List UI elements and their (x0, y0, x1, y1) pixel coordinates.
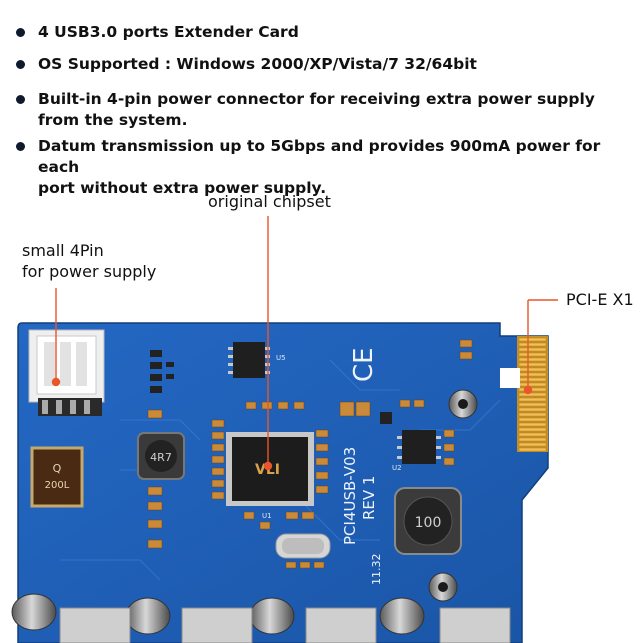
gold-finger-pin (518, 377, 547, 382)
gold-finger-pin (518, 342, 547, 347)
regulator-label: U5 (276, 354, 286, 362)
model-text: PCI4USB-V03 (341, 447, 359, 545)
bullet-icon (16, 142, 25, 151)
bullet-icon (16, 28, 25, 37)
feature-text: from the system. (38, 111, 188, 129)
gold-finger-pin (518, 417, 547, 422)
gold-finger-pins (518, 337, 547, 452)
regulator-chip: U5 (228, 342, 286, 378)
pcie-gold-fingers (517, 336, 548, 452)
gold-finger-pin (518, 432, 547, 437)
chip-label: U1 (262, 512, 272, 520)
inductor-label: 100 (415, 515, 442, 531)
fuse-component: Q 200L (30, 446, 84, 508)
callout-leaders (51, 216, 558, 471)
gold-finger-pin (518, 357, 547, 362)
power-callout-line: small 4Pin (22, 241, 104, 260)
gold-finger-pin (518, 407, 547, 412)
gold-finger-pin (518, 362, 547, 367)
feature-text: Built-in 4-pin power connector for recei… (38, 90, 595, 108)
revision-text: REV 1 (360, 476, 378, 520)
gold-finger-pin (518, 397, 547, 402)
fuse-label: Q (53, 462, 62, 475)
gold-finger-pin (518, 402, 547, 407)
feature-text: OS Supported : Windows 2000/XP/Vista/7 3… (38, 55, 477, 73)
gold-finger-pin (518, 442, 547, 447)
feature-text: Datum transmission up to 5Gbps and provi… (38, 137, 601, 176)
pcie-callout-label: PCI-E X1 (566, 290, 634, 309)
power-callout-dot (51, 377, 61, 387)
gold-finger-pin (518, 447, 547, 452)
gold-finger-pin (518, 382, 547, 387)
power-callout-line: for power supply (22, 262, 157, 281)
small-chip-label: U2 (392, 464, 402, 472)
ce-mark: CE (349, 347, 379, 382)
power-callout-label: small 4Pin for power supply (22, 240, 156, 282)
gold-finger-pin (518, 337, 547, 342)
chipset-callout-label: original chipset (208, 192, 331, 211)
chipset-callout-dot (263, 461, 273, 471)
crystal-oscillator (275, 533, 331, 559)
board-model-text: PCI4USB-V03 REV 1 11.32 (341, 447, 383, 585)
pcie-notch (500, 368, 520, 388)
inductor-label: 4R7 (150, 451, 172, 464)
gold-finger-pin (518, 412, 547, 417)
smd-resistors (150, 350, 392, 424)
board-illustration: Q 200L 4R7 U5 VLI U1 U2 100 (0, 180, 640, 643)
fuse-label: 200L (45, 480, 70, 491)
gold-finger-pin (518, 347, 547, 352)
gold-finger-pin (518, 387, 547, 392)
power-connector (28, 329, 105, 416)
bullet-icon (16, 95, 25, 104)
electrolytic-capacitors (11, 389, 478, 635)
feature-text: 4 USB3.0 ports Extender Card (38, 23, 299, 41)
gold-finger-pin (518, 437, 547, 442)
gold-finger-pin (518, 352, 547, 357)
gold-finger-pin (518, 367, 547, 372)
gold-finger-pin (518, 372, 547, 377)
gold-finger-pin (518, 422, 547, 427)
date-code: 11.32 (370, 554, 383, 586)
gold-finger-pin (518, 427, 547, 432)
pcie-callout-dot (523, 385, 533, 395)
bullet-icon (16, 60, 25, 69)
smd-capacitors (147, 339, 473, 569)
gold-finger-pin (518, 392, 547, 397)
small-chip: U2 (392, 430, 441, 472)
large-inductor: 100 (394, 487, 462, 555)
small-inductor: 4R7 (137, 432, 185, 480)
feature-text: port without extra power supply. (38, 179, 327, 197)
usb-ports (59, 607, 511, 643)
